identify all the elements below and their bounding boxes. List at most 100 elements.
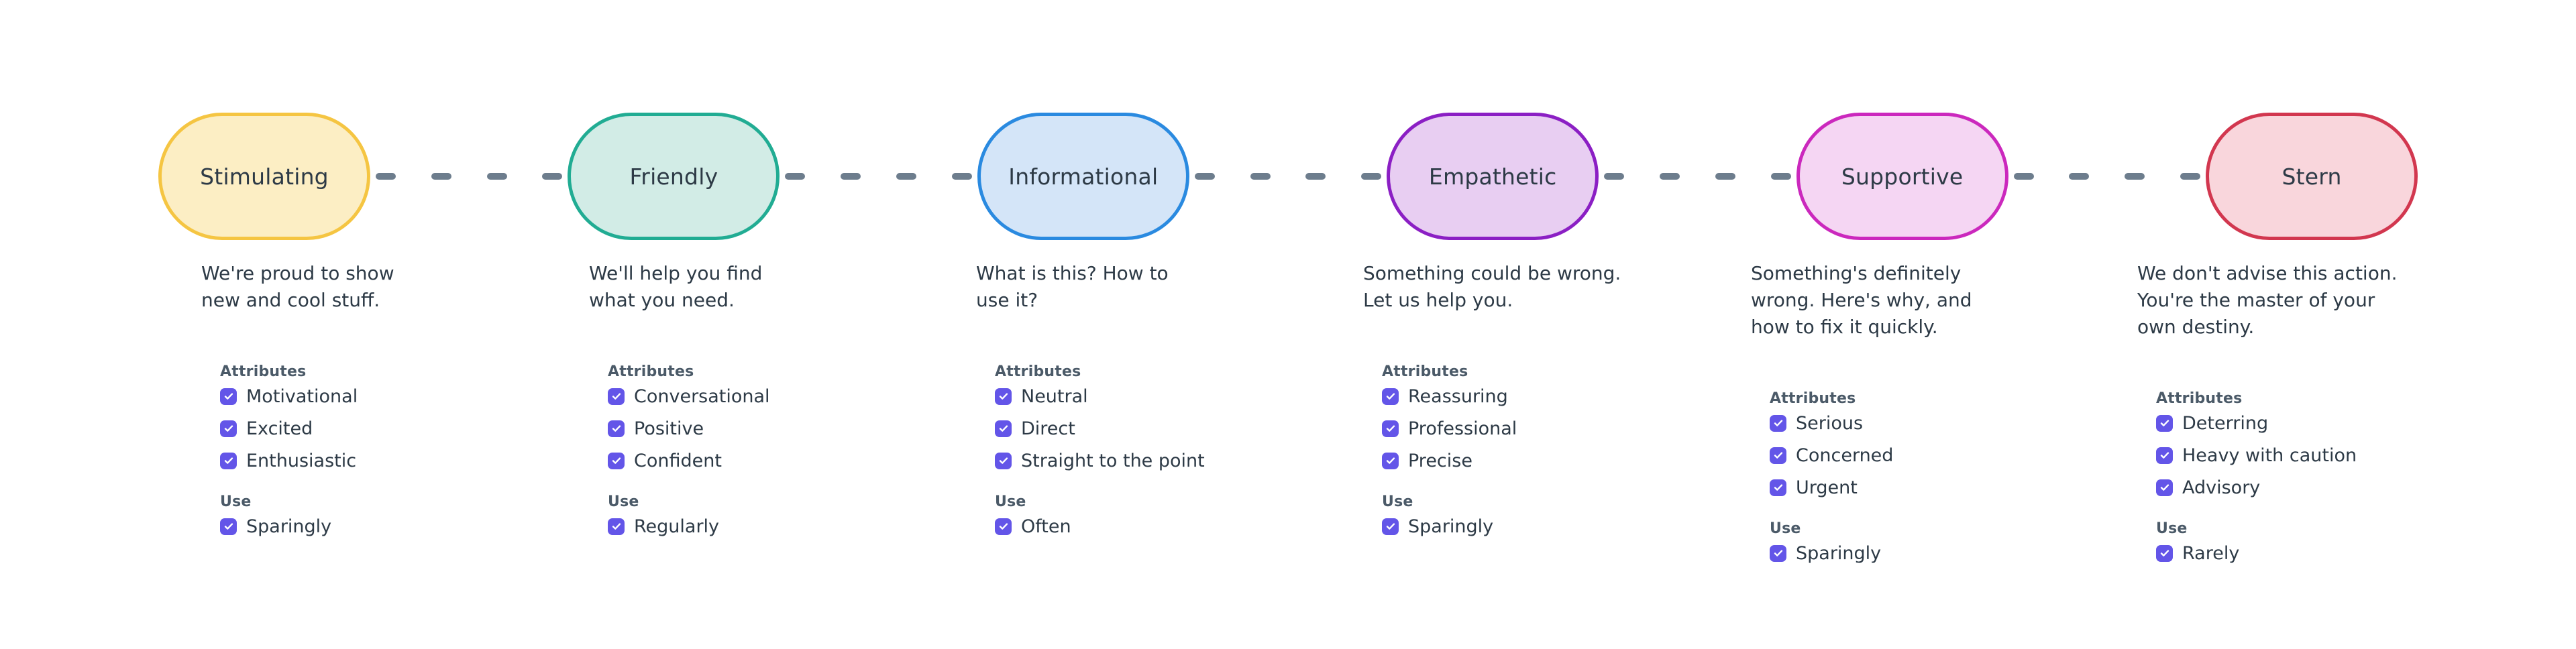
checkbox-checked-icon[interactable] [2156,414,2173,432]
attributes-heading: Attributes [1770,390,1856,407]
attribute-item[interactable]: Advisory [2156,476,2453,499]
checkbox-checked-icon[interactable] [2156,447,2173,464]
use-item[interactable]: Often [995,515,1291,538]
tone-detail-columns: We're proud to show new and cool stuff.A… [0,260,2576,582]
checkbox-checked-icon[interactable] [1770,479,1786,496]
checkbox-checked-icon[interactable] [1382,452,1399,469]
attribute-item-label: Neutral [1021,386,1088,407]
attributes-heading: Attributes [2156,390,2243,407]
tone-pill-supportive[interactable]: Supportive [1796,113,2008,240]
connector-dashed-line-icon [2013,173,2201,180]
attribute-item[interactable]: Concerned [1770,444,2066,467]
connector-dashed-line-icon [1604,173,1791,180]
connector-dash [841,173,861,180]
connector-dash [1715,173,1735,180]
checkbox-checked-icon[interactable] [2156,544,2173,562]
checkbox-checked-icon[interactable] [995,518,1012,535]
attribute-item[interactable]: Reassuring [1382,385,1678,408]
checkbox-checked-icon[interactable] [220,420,237,437]
attribute-item[interactable]: Urgent [1770,476,2066,499]
use-item[interactable]: Sparingly [1770,542,2066,565]
checkbox-checked-icon[interactable] [995,420,1012,437]
attribute-item-label: Straight to the point [1021,450,1205,471]
attribute-item[interactable]: Precise [1382,449,1678,472]
attribute-item[interactable]: Heavy with caution [2156,444,2453,467]
checkbox-checked-icon[interactable] [1770,544,1786,562]
use-heading: Use [1382,493,1413,510]
checkbox-checked-icon[interactable] [1382,420,1399,437]
checkbox-checked-icon[interactable] [1770,414,1786,432]
checkbox-checked-icon[interactable] [1382,388,1399,405]
attribute-item-label: Professional [1408,418,1517,439]
tone-pill-row: Stimulating Friendly Informational Empathet… [158,113,2418,240]
use-heading: Use [608,493,639,510]
checkbox-checked-icon[interactable] [220,518,237,535]
tone-pill-stimulating[interactable]: Stimulating [158,113,370,240]
attribute-item-label: Urgent [1796,477,1858,498]
attribute-item[interactable]: Neutral [995,385,1291,408]
checkbox-checked-icon[interactable] [1770,447,1786,464]
attribute-item[interactable]: Enthusiastic [220,449,517,472]
checkbox-checked-icon[interactable] [608,388,625,405]
tone-pill-label: Stimulating [200,163,329,190]
attribute-item[interactable]: Direct [995,417,1291,440]
connector-dash [1770,173,1791,180]
tone-description: We'll help you find what you need. [589,262,763,311]
use-heading: Use [220,493,252,510]
use-item[interactable]: Rarely [2156,542,2453,565]
tone-description: Something could be wrong. Let us help yo… [1363,262,1621,311]
use-item-label: Sparingly [246,516,332,537]
tone-description: What is this? How to use it? [976,262,1169,311]
attribute-item[interactable]: Professional [1382,417,1678,440]
use-item-label: Rarely [2182,542,2240,564]
attribute-item[interactable]: Straight to the point [995,449,1291,472]
attribute-item[interactable]: Confident [608,449,904,472]
checkbox-checked-icon[interactable] [220,452,237,469]
connector-dashed-line-icon [1194,173,1382,180]
attribute-item-label: Precise [1408,450,1472,471]
checkbox-checked-icon[interactable] [2156,479,2173,496]
attribute-item[interactable]: Conversational [608,385,904,408]
tone-pill-stern[interactable]: Stern [2206,113,2418,240]
checkbox-checked-icon[interactable] [608,452,625,469]
connector-dash [951,173,972,180]
attribute-item-label: Conversational [634,386,770,407]
attribute-item[interactable]: Motivational [220,385,517,408]
tone-description: We don't advise this action. You're the … [2137,262,2398,338]
checkbox-checked-icon[interactable] [995,388,1012,405]
tone-pill-friendly[interactable]: Friendly [568,113,780,240]
use-item-label: Regularly [634,516,720,537]
tone-pill-informational[interactable]: Informational [977,113,1189,240]
connector-dash [542,173,563,180]
use-item-label: Often [1021,516,1071,537]
checkbox-checked-icon[interactable] [608,518,625,535]
use-item[interactable]: Regularly [608,515,904,538]
attribute-item-label: Concerned [1796,445,1894,466]
attribute-item-label: Deterring [2182,412,2269,434]
attribute-item[interactable]: Excited [220,417,517,440]
attributes-heading: Attributes [995,363,1081,380]
attribute-item-label: Excited [246,418,313,439]
checkbox-checked-icon[interactable] [608,420,625,437]
tone-pill-empathetic[interactable]: Empathetic [1387,113,1599,240]
connector-dash [1194,173,1215,180]
checkbox-checked-icon[interactable] [995,452,1012,469]
attribute-item[interactable]: Serious [1770,412,2066,434]
checkbox-checked-icon[interactable] [220,388,237,405]
attribute-item[interactable]: Positive [608,417,904,440]
attribute-item-label: Confident [634,450,722,471]
use-item[interactable]: Sparingly [1382,515,1678,538]
checkbox-checked-icon[interactable] [1382,518,1399,535]
use-item[interactable]: Sparingly [220,515,517,538]
connector-dashed-line-icon [376,173,563,180]
tone-column-friendly: We'll help you find what you need.Attrib… [589,260,904,547]
attribute-item[interactable]: Deterring [2156,412,2453,434]
attributes-heading: Attributes [1382,363,1468,380]
connector-dash [1250,173,1271,180]
connector-dash [2180,173,2201,180]
